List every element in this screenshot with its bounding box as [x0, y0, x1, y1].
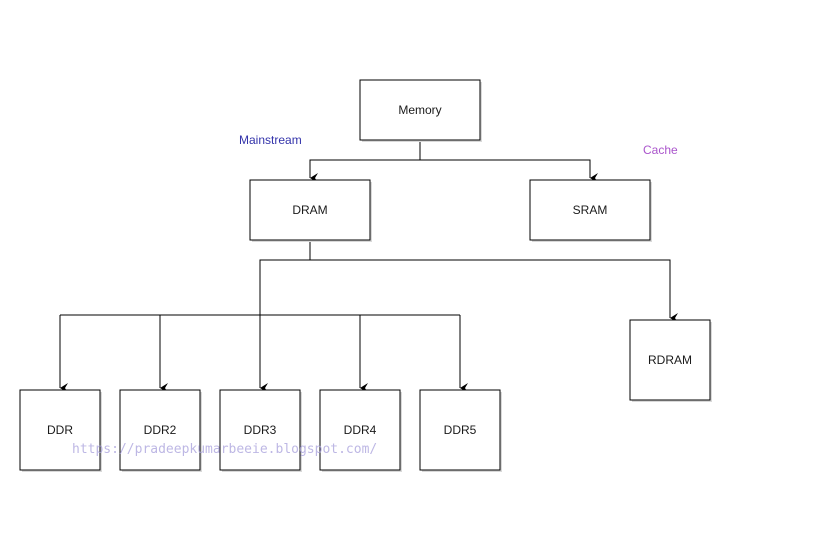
- edge-memory-dram: [309, 140, 421, 183]
- node-ddr2-label: DDR2: [144, 423, 177, 437]
- node-ddr3: DDR3: [219, 389, 302, 472]
- node-sram: SRAM: [529, 179, 652, 242]
- mainstream-annotation: Mainstream: [239, 133, 302, 147]
- node-ddr: DDR: [19, 389, 102, 472]
- node-ddr-label: DDR: [47, 423, 73, 437]
- node-sram-label: SRAM: [573, 203, 608, 217]
- edge-memory-sram: [420, 159, 598, 183]
- node-ddr4: DDR4: [319, 389, 402, 472]
- edge-dram-rdram: [309, 240, 678, 323]
- node-dram-label: DRAM: [292, 203, 327, 217]
- node-ddr5: DDR5: [419, 389, 502, 472]
- blog-watermark: https://pradeepkumarbeeie.blogspot.com/: [72, 442, 377, 457]
- node-ddr5-label: DDR5: [444, 423, 477, 437]
- node-dram: DRAM: [249, 179, 372, 242]
- node-rdram: RDRAM: [629, 319, 712, 402]
- node-memory-label: Memory: [398, 103, 441, 117]
- edge-dram-ddr3: [259, 259, 310, 393]
- edges: [59, 140, 678, 393]
- node-ddr2: DDR2: [119, 389, 202, 472]
- cache-annotation: Cache: [643, 143, 678, 157]
- node-ddr4-label: DDR4: [344, 423, 377, 437]
- node-rdram-label: RDRAM: [648, 353, 692, 367]
- node-ddr3-label: DDR3: [244, 423, 277, 437]
- node-memory: Memory: [359, 79, 482, 142]
